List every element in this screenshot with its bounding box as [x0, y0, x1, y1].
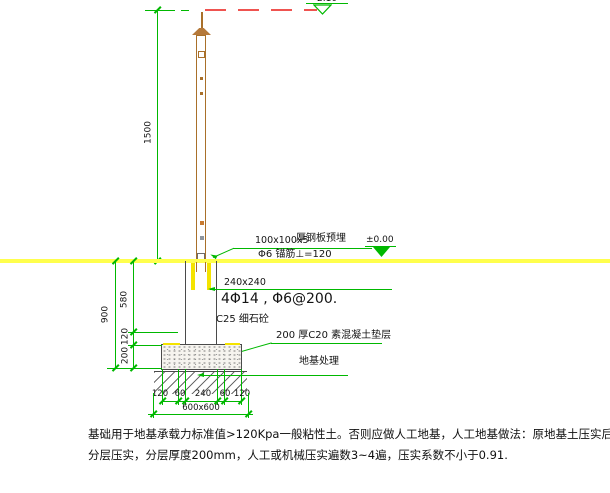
- dim-ext-line: [128, 332, 178, 333]
- post-body: [196, 35, 206, 263]
- post-cap: [192, 28, 211, 35]
- general-note-line-2: 分层压实，分层厚度200mm，人工或机械压实遍数3~4遍，压实系数不小于0.91…: [88, 448, 508, 462]
- post-tip: [201, 12, 203, 29]
- ground-treatment-label: 地基处理: [299, 356, 339, 367]
- footing-top-marker: [163, 343, 180, 345]
- dim-line-bottom-chain: [162, 401, 242, 402]
- dim-ext-line: [153, 393, 154, 418]
- pedestal-leader-line: [210, 289, 392, 290]
- pedestal-leader-arrow-icon: [208, 286, 215, 291]
- dim-value-900: 900: [100, 305, 111, 324]
- dim-value: 240: [194, 389, 212, 399]
- ground-level-value: ±0.00: [366, 235, 394, 245]
- footing-plan-size: 600x600: [182, 403, 220, 413]
- cushion-leader-line: [271, 343, 382, 344]
- dim-value-580: 580: [119, 290, 130, 309]
- dim-value: 120: [151, 389, 169, 399]
- top-level-triangle-icon: [313, 4, 332, 15]
- top-axis-dashed-line: [205, 9, 317, 11]
- post-slot: [198, 51, 205, 58]
- dim-ext-line: [217, 369, 218, 405]
- dim-ext-line: [107, 368, 162, 369]
- dim-ext-line: [145, 10, 175, 11]
- pedestal-outline: [185, 261, 217, 345]
- post-bolt-dot: [200, 77, 203, 80]
- ground-treatment-arrow-icon: [197, 372, 204, 377]
- dim-value-200: 200: [120, 346, 131, 365]
- ground-treatment-hatch: [154, 371, 247, 394]
- ground-level-triangle-icon: [373, 247, 390, 257]
- pedestal-concrete-label: C25 细石砼: [216, 314, 269, 325]
- plate-size-label: 100x100x5: [255, 235, 309, 246]
- top-level-value: 2.10: [317, 0, 337, 5]
- general-note-line-1: 基础用于地基承载力标准值>120Kpa一般粘性土。否则应做人工地基，人工地基做法…: [88, 427, 610, 441]
- footing-block: [161, 344, 242, 370]
- dim-ext-line: [178, 369, 179, 405]
- footing-top-marker: [225, 343, 240, 345]
- rebar-label: 4Φ14 , Φ6@200.: [221, 291, 338, 307]
- dim-ext-line: [181, 10, 189, 11]
- top-level-line: [306, 3, 348, 4]
- dim-line-footing-plan: [148, 414, 253, 415]
- plate-note-label: 厚钢板预埋: [296, 233, 346, 244]
- dim-value: 120: [233, 389, 251, 399]
- ground-line: [0, 259, 610, 263]
- dim-value-1500: 1500: [143, 121, 154, 144]
- plate-leader-line: [233, 248, 372, 249]
- dim-ext-line: [241, 369, 242, 405]
- post-bolt-dot: [200, 236, 204, 240]
- post-bolt-dot: [200, 92, 203, 95]
- dim-line-depth-chain: [133, 261, 134, 369]
- anchor-bar-label: Φ6 锚筋⊥=120: [258, 249, 332, 260]
- dim-line-1500: [157, 10, 158, 262]
- dim-value: 60: [219, 389, 231, 399]
- dim-ext-line: [128, 345, 162, 346]
- ground-treatment-leader-line: [201, 375, 348, 376]
- anchor-bolt: [207, 263, 211, 290]
- ground-level-line: [365, 246, 396, 247]
- post-stub: [196, 262, 206, 272]
- anchor-bolt: [191, 263, 195, 290]
- post-bolt-dot: [200, 221, 204, 225]
- pedestal-size-label: 240x240: [224, 277, 266, 288]
- cushion-leader-elbow: [237, 342, 272, 353]
- dim-ext-line: [224, 369, 225, 405]
- dim-value: 60: [174, 389, 186, 399]
- dim-ext-line: [248, 393, 249, 418]
- dim-ext-line: [185, 369, 186, 405]
- dim-line-900: [115, 261, 116, 369]
- cushion-label: 200 厚C20 素混凝土垫层: [276, 330, 392, 341]
- dim-ext-line: [162, 369, 163, 405]
